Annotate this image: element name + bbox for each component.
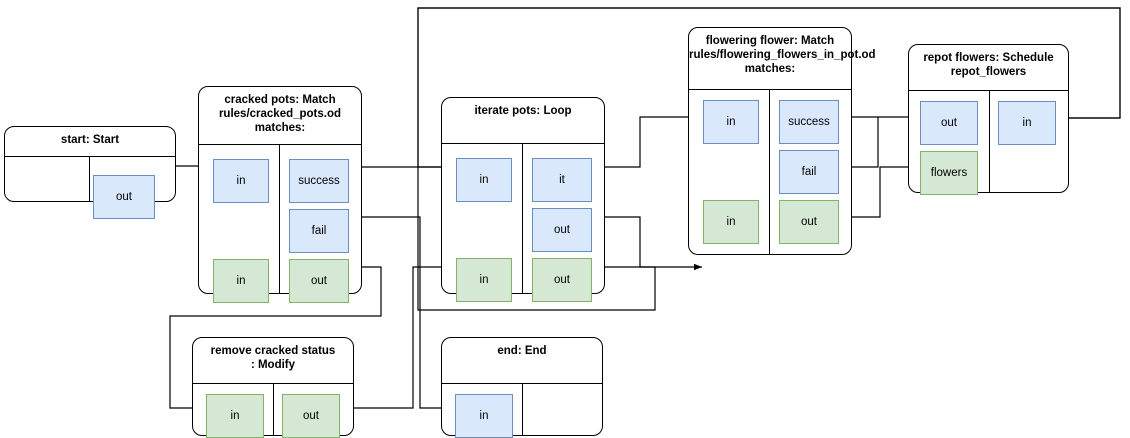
node-title-remove_cracked_status: remove cracked status : Modify <box>193 338 353 384</box>
port-flowering_flower-out[interactable]: out <box>779 200 839 244</box>
port-iterate_pots-in[interactable]: in <box>456 158 512 202</box>
node-end[interactable]: end: End in <box>441 337 603 438</box>
node-title-end: end: End <box>442 338 602 384</box>
node-column-divider <box>522 144 523 293</box>
node-title-line: iterate pots: Loop <box>474 105 572 117</box>
node-title-line: remove cracked status <box>210 345 336 357</box>
port-cracked_pots-in[interactable]: in <box>213 159 269 203</box>
edge-flowering-fail__repot-flowers <box>838 117 879 168</box>
node-title-line: rules/cracked_pots.od <box>218 108 342 120</box>
edge-cracked-fail__end-in <box>348 216 454 412</box>
port-flowering_flower-in[interactable]: in <box>703 100 759 144</box>
port-flowering_flower-success[interactable]: success <box>779 100 839 144</box>
port-remove_cracked_status-in[interactable]: in <box>206 394 264 438</box>
node-title-line: : Modify <box>250 359 296 371</box>
edge-flowering-out__repot-flowers <box>838 163 922 218</box>
node-column-divider <box>89 157 90 201</box>
node-title-line: flowering flower: Match <box>705 35 835 47</box>
node-title-line: start: Start <box>60 134 120 146</box>
port-flowering_flower-fail[interactable]: fail <box>779 150 839 194</box>
node-title-flowering_flower: flowering flower: Match rules/flowering_f… <box>689 28 876 90</box>
node-column-divider <box>273 384 274 435</box>
node-title-line: end: End <box>497 345 547 357</box>
node-title-line: repot flowers: Schedule <box>923 52 1054 64</box>
node-body-start: out <box>5 157 175 219</box>
port-remove_cracked_status-out[interactable]: out <box>282 394 340 438</box>
edge-remove-out__iterate-in2 <box>347 263 455 409</box>
node-title-cracked_pots: cracked pots: Match rules/cracked_pots.od… <box>199 87 361 145</box>
node-title-line: rules/flowering_flowers_in_pot.od <box>689 49 876 61</box>
port-repot_flowers-in[interactable]: in <box>998 101 1056 145</box>
node-title-line: matches: <box>744 63 796 75</box>
node-start[interactable]: start: Start out <box>4 126 176 219</box>
port-cracked_pots-in2[interactable]: in <box>213 259 269 303</box>
node-column-divider <box>769 90 770 254</box>
port-iterate_pots-out2[interactable]: out <box>532 258 592 302</box>
node-column-divider <box>279 145 280 293</box>
port-cracked_pots-out[interactable]: out <box>289 259 349 303</box>
port-repot_flowers-flowers[interactable]: flowers <box>920 151 978 195</box>
node-cracked_pots[interactable]: cracked pots: Match rules/cracked_pots.od… <box>198 86 362 303</box>
port-start-out[interactable]: out <box>93 175 155 219</box>
port-end-in[interactable]: in <box>455 394 513 438</box>
port-cracked_pots-success[interactable]: success <box>289 159 349 203</box>
port-iterate_pots-it[interactable]: it <box>532 158 592 202</box>
node-title-repot_flowers: repot flowers: Schedule repot_flowers <box>909 45 1068 91</box>
port-flowering_flower-in2[interactable]: in <box>703 200 759 244</box>
port-iterate_pots-in2[interactable]: in <box>456 258 512 302</box>
node-title-line: matches: <box>254 122 306 134</box>
node-title-line: cracked pots: Match <box>224 94 336 106</box>
port-cracked_pots-fail[interactable]: fail <box>289 209 349 253</box>
node-body-end: in <box>442 384 602 438</box>
node-title-start: start: Start <box>5 127 175 157</box>
port-iterate_pots-out[interactable]: out <box>532 208 592 252</box>
node-column-divider <box>522 384 523 435</box>
node-title-iterate_pots: iterate pots: Loop <box>442 98 604 144</box>
edge-iterate-it__flowering-in <box>591 113 702 168</box>
node-flowering_flower[interactable]: flowering flower: Match rules/flowering_f… <box>688 27 876 255</box>
node-column-divider <box>989 91 990 192</box>
port-repot_flowers-out[interactable]: out <box>920 101 978 145</box>
node-title-line: repot_flowers <box>950 66 1027 78</box>
edge-repot-in__top-return <box>417 7 1121 171</box>
edge-iterate-out__flowering-in2 <box>591 216 702 271</box>
edge-cracked-out__remove-in <box>169 266 382 412</box>
